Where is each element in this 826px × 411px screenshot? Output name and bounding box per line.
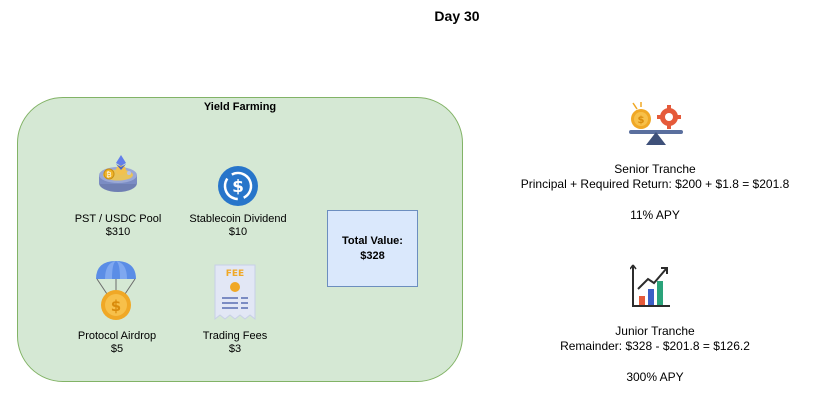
item-value: $310	[105, 226, 131, 238]
senior-tranche-block: Senior Tranche Principal + Required Retu…	[490, 162, 820, 192]
yield-farming-title: Yield Farming	[203, 101, 277, 113]
stablecoin-dividend-label: Stablecoin Dividend $10	[173, 213, 303, 239]
coin-pool-icon: ₿	[99, 155, 137, 192]
item-name: Protocol Airdrop	[77, 330, 157, 342]
total-value-box: Total Value: $328	[327, 210, 418, 287]
protocol-airdrop-label: Protocol Airdrop $5	[52, 330, 182, 356]
total-value-label: Total Value:	[342, 234, 403, 247]
svg-text:$: $	[232, 177, 244, 197]
svg-text:$: $	[638, 115, 645, 126]
balance-scale-icon: $	[629, 102, 683, 145]
pst-usdc-pool-label: PST / USDC Pool $310	[53, 213, 183, 239]
trading-fees-label: Trading Fees $3	[170, 330, 300, 356]
svg-text:₿: ₿	[106, 171, 111, 179]
fee-receipt-icon: FEE	[214, 264, 256, 321]
parachute-coin-icon: $	[96, 261, 136, 320]
item-value: $5	[110, 343, 124, 355]
junior-tranche-block: Junior Tranche Remainder: $328 - $201.8 …	[490, 324, 820, 354]
usdc-coin-icon: $	[218, 166, 258, 206]
item-name: PST / USDC Pool	[74, 213, 162, 225]
item-value: $3	[228, 343, 242, 355]
item-value: $10	[228, 226, 248, 238]
page-title: Day 30	[434, 8, 480, 24]
junior-tranche-detail: Remainder: $328 - $201.8 = $126.2	[560, 339, 750, 353]
senior-tranche-apy: 11% APY	[630, 208, 680, 222]
total-value-amount: $328	[360, 249, 385, 262]
growth-chart-icon	[630, 264, 670, 307]
item-name: Stablecoin Dividend	[189, 213, 287, 225]
senior-tranche-title: Senior Tranche	[614, 162, 696, 176]
item-name: Trading Fees	[202, 330, 268, 342]
junior-tranche-apy: 300% APY	[626, 370, 684, 384]
senior-tranche-detail: Principal + Required Return: $200 + $1.8…	[520, 177, 790, 191]
junior-tranche-title: Junior Tranche	[615, 324, 695, 338]
svg-text:$: $	[111, 297, 121, 315]
svg-text:FEE: FEE	[226, 269, 244, 279]
